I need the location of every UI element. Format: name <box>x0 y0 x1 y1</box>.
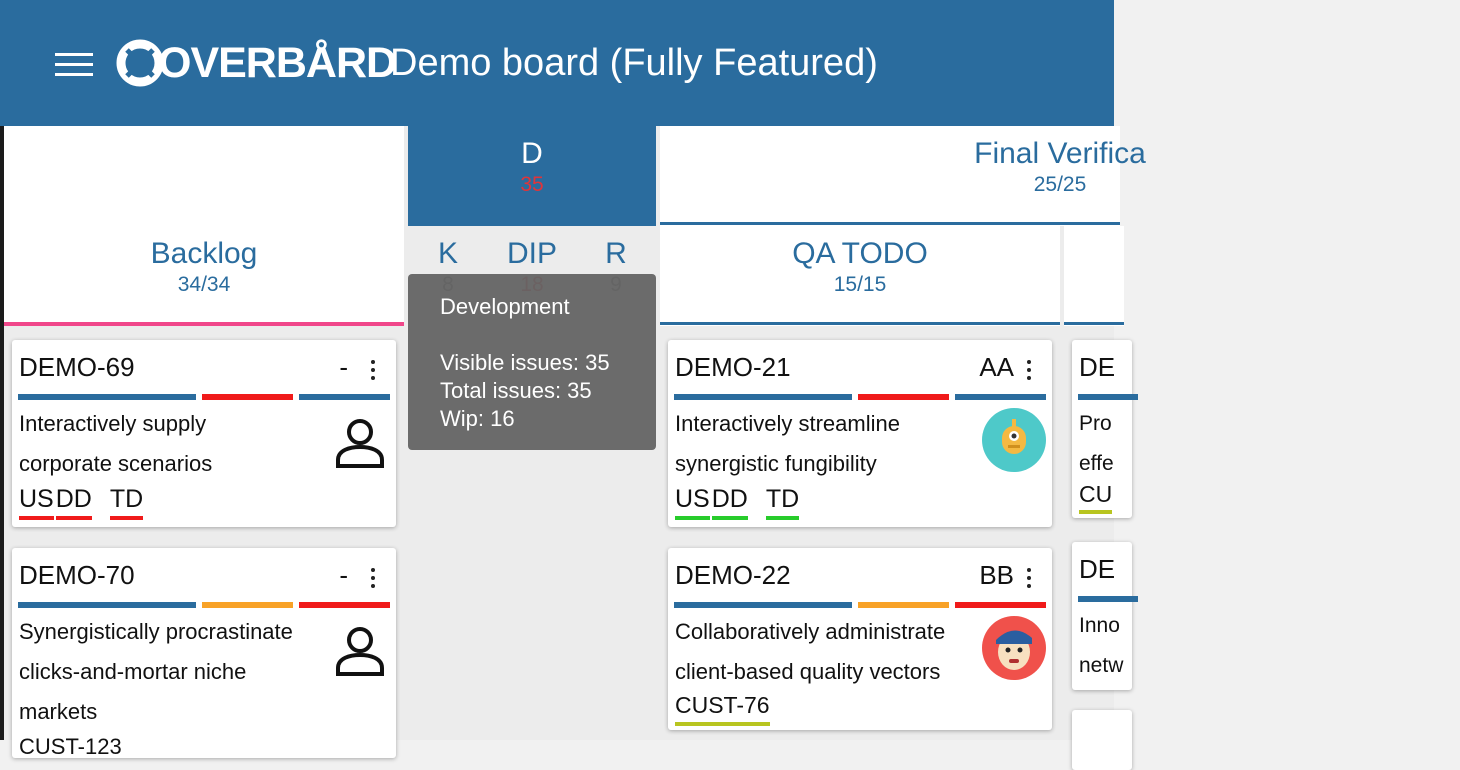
issue-card[interactable]: DE Pro effe CU <box>1072 340 1138 518</box>
issue-key: DEMO-69 <box>19 352 135 382</box>
more-vert-icon[interactable] <box>1026 360 1032 382</box>
summary-line: synergistic fungibility <box>675 451 877 476</box>
logo-text: OVERBÅRD <box>158 38 397 87</box>
more-vert-icon[interactable] <box>370 568 376 590</box>
next-underline <box>1064 322 1124 325</box>
header-name: K <box>437 237 458 270</box>
status-bars <box>674 394 1046 400</box>
header-count: 34/34 <box>177 273 231 296</box>
overbard-logo: OVERBÅRD <box>116 38 397 88</box>
summary-line: Synergistically procrastinate <box>19 619 293 644</box>
summary-line: CUST-123 <box>19 734 122 759</box>
tag: CUST-76 <box>675 690 770 726</box>
header-name: QA TODO <box>792 237 928 270</box>
tooltip-visible-issues: Visible issues: 35 <box>440 350 610 375</box>
app-toolbar: OVERBÅRD Demo board (Fully Featured) <box>0 0 1114 126</box>
issue-summary: Interactively streamline synergistic fun… <box>675 404 985 484</box>
board: Backlog 34/34 D 35 K 8 DIP 18 R 9 Final … <box>0 126 1146 770</box>
more-vert-icon[interactable] <box>1026 568 1032 590</box>
qa-underline <box>660 322 1060 325</box>
issue-summary: Collaboratively administrate client-base… <box>675 612 985 692</box>
board-title: Demo board (Fully Featured) <box>390 42 878 84</box>
header-name: Final Verifica <box>974 137 1146 170</box>
unassigned-person-icon <box>336 627 384 676</box>
summary-line: markets <box>19 699 98 724</box>
summary-line: Pro <box>1079 412 1112 435</box>
header-name: DIP <box>506 237 557 270</box>
tag: TD <box>765 484 800 520</box>
header-name: D <box>521 137 543 170</box>
boy-avatar-icon <box>982 616 1046 680</box>
hamburger-menu-icon[interactable] <box>55 53 93 77</box>
tag: DD <box>55 484 92 520</box>
tag: US <box>19 484 54 520</box>
tag-list: CUST-76 <box>675 690 770 726</box>
assignee-initials: - <box>339 560 348 590</box>
header-next-column[interactable] <box>1064 226 1124 326</box>
summary-line: corporate scenarios <box>19 451 213 476</box>
status-bars <box>674 602 1046 608</box>
issue-summary: Pro effe <box>1079 404 1139 484</box>
unassigned-person-icon <box>336 419 384 468</box>
header-name: Backlog <box>150 237 258 270</box>
issue-card[interactable]: DEMO-69 - Interactively supply corporate… <box>12 340 396 527</box>
header-count: 35 <box>520 173 544 196</box>
more-vert-icon[interactable] <box>370 360 376 382</box>
issue-card[interactable]: DE Inno netw <box>1072 542 1138 690</box>
issue-key: DE <box>1079 352 1116 382</box>
summary-line: netw <box>1079 654 1124 677</box>
issue-summary: Inno netw <box>1079 606 1139 686</box>
issue-key: DE <box>1079 554 1116 584</box>
robot-avatar-icon <box>982 408 1046 472</box>
development-tooltip: Development Visible issues: 35 Total iss… <box>408 274 656 450</box>
assignee-initials: BB <box>979 560 1014 590</box>
summary-line: Collaboratively administrate <box>675 619 946 644</box>
assignee-initials: AA <box>979 352 1014 382</box>
issue-card[interactable]: DEMO-70 - Synergistically procrastinate … <box>12 548 396 759</box>
issue-card[interactable]: DEMO-21 AA Interactively streamline syne… <box>668 340 1052 527</box>
issue-key: DEMO-21 <box>675 352 791 382</box>
issue-summary: Interactively supply corporate scenarios <box>19 404 329 484</box>
issue-key: DEMO-70 <box>19 560 135 590</box>
header-backlog[interactable]: Backlog 34/34 <box>4 126 404 326</box>
tag-list: US DD TD <box>19 484 144 520</box>
tag: CU <box>1079 480 1113 514</box>
issue-card[interactable] <box>1072 710 1132 770</box>
issue-summary: Synergistically procrastinate clicks-and… <box>19 612 339 762</box>
header-count: 15/15 <box>833 273 887 296</box>
status-bars <box>18 602 390 608</box>
header-count: 25/25 <box>1033 173 1087 196</box>
tag: TD <box>109 484 144 520</box>
header-name: R <box>605 237 627 270</box>
backlog-underline <box>4 322 404 326</box>
tooltip-total-issues: Total issues: 35 <box>440 378 592 403</box>
tag: DD <box>711 484 748 520</box>
status-bars <box>18 394 390 400</box>
assignee-initials: - <box>339 352 348 382</box>
summary-line: client-based quality vectors <box>675 659 941 684</box>
tooltip-body: Visible issues: 35 Total issues: 35 Wip:… <box>440 349 610 433</box>
summary-line: Interactively streamline <box>675 411 900 436</box>
header-development[interactable]: D 35 <box>408 126 656 226</box>
summary-line: clicks-and-mortar niche <box>19 659 247 684</box>
board-edge <box>0 126 4 740</box>
tag: US <box>675 484 710 520</box>
tooltip-wip: Wip: 16 <box>440 406 515 431</box>
final-underline <box>660 222 1120 225</box>
summary-line: Inno <box>1079 614 1120 637</box>
tag-list: CU <box>1079 480 1113 514</box>
lifebuoy-icon <box>116 39 164 87</box>
summary-line: effe <box>1079 452 1114 475</box>
header-final-verification[interactable]: Final Verifica 25/25 <box>660 126 1146 226</box>
summary-line: Interactively supply <box>19 411 207 436</box>
issue-card[interactable]: DEMO-22 BB Collaboratively administrate … <box>668 548 1052 730</box>
tag-list: US DD TD <box>675 484 800 520</box>
status-bar <box>1078 596 1138 602</box>
status-bar <box>1078 394 1138 400</box>
header-qa-todo[interactable]: QA TODO 15/15 <box>660 226 1060 326</box>
issue-key: DEMO-22 <box>675 560 791 590</box>
tooltip-title: Development <box>440 294 570 319</box>
